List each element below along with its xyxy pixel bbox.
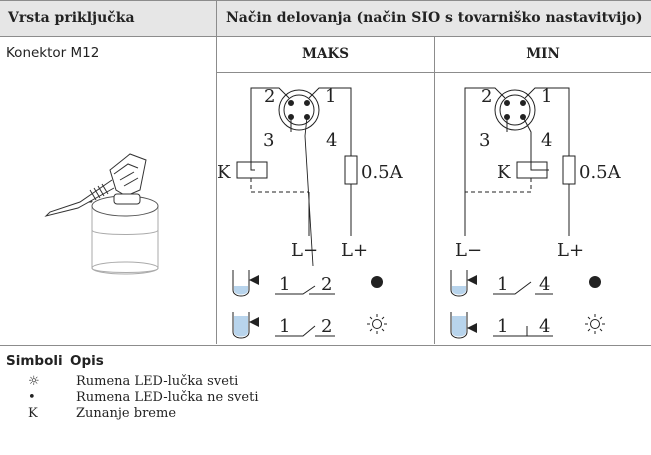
min-fuse-label: 0.5A [579,162,622,183]
led-on-icon [367,314,387,334]
maks-tank-low-icon [232,270,259,297]
min-l-minus: L− [455,240,482,261]
led-off-icon [371,276,383,288]
maks-pin2: 2 [264,86,275,107]
legend-symbols-header: Simboli [6,353,63,369]
legend: ☼ Rumena LED-lučka sveti • Rumena LED-lu… [24,374,444,422]
min-contact-d: 4 [539,316,550,337]
maks-label: MAKS [302,46,349,62]
connector-label: Konektor M12 [6,45,100,61]
min-label: MIN [526,46,560,62]
legend-row: ☼ Rumena LED-lučka sveti [24,374,444,390]
min-l-plus: L+ [557,240,584,261]
maks-contact-d: 2 [321,316,332,337]
col-divider-2 [434,36,435,344]
header-operation-mode: Način delovanja (način SIO s tovarniško … [226,10,643,26]
row-divider [0,36,651,37]
min-pin1: 1 [541,86,552,107]
min-contact-a: 1 [497,274,508,295]
min-pin4: 4 [541,130,552,151]
col-divider-1 [216,0,217,344]
min-contact-c: 1 [497,316,508,337]
maks-fuse-label: 0.5A [361,162,404,183]
legend-text: Zunanje breme [76,406,177,421]
maks-contact-c: 1 [279,316,290,337]
min-contact-b: 4 [539,274,550,295]
legend-text: Rumena LED-lučka ne sveti [76,390,259,405]
maks-tank-high-icon [232,312,259,339]
subheader-divider [216,72,651,73]
legend-row: K Zunanje breme [24,406,444,422]
min-load-label: K [497,162,511,183]
min-tank-high-icon [450,312,477,339]
legend-description-header: Opis [70,353,104,369]
led-off-icon: • [28,390,36,405]
maks-load-label: K [217,162,231,183]
maks-contact-b: 2 [321,274,332,295]
table-header [0,0,651,36]
min-tank-low-icon [450,270,477,297]
legend-text: Rumena LED-lučka sveti [76,374,239,389]
min-pin2: 2 [481,86,492,107]
connection-table: Vrsta priključka Način delovanja (način … [0,0,651,346]
maks-pin1: 1 [325,86,336,107]
maks-l-plus: L+ [341,240,368,261]
load-symbol: K [28,406,38,421]
led-off-icon [589,276,601,288]
maks-l-minus: L− [291,240,318,261]
min-pin3: 3 [479,130,490,151]
led-on-icon [585,314,605,334]
legend-row: • Rumena LED-lučka ne sveti [24,390,444,406]
maks-contact-a: 1 [279,274,290,295]
table-frame [0,0,651,346]
maks-pin3: 3 [263,130,274,151]
maks-pin4: 4 [326,130,337,151]
min-wiring-diagram: 2 1 3 4 K 0.5A L− L+ 1 4 1 4 [450,86,622,339]
m12-connector-icon [44,153,159,275]
header-connection-type: Vrsta priključka [8,10,135,26]
maks-wiring-diagram: 2 1 3 4 K 0.5A L− L+ 1 2 1 2 [217,86,404,339]
led-on-icon: ☼ [28,374,40,389]
